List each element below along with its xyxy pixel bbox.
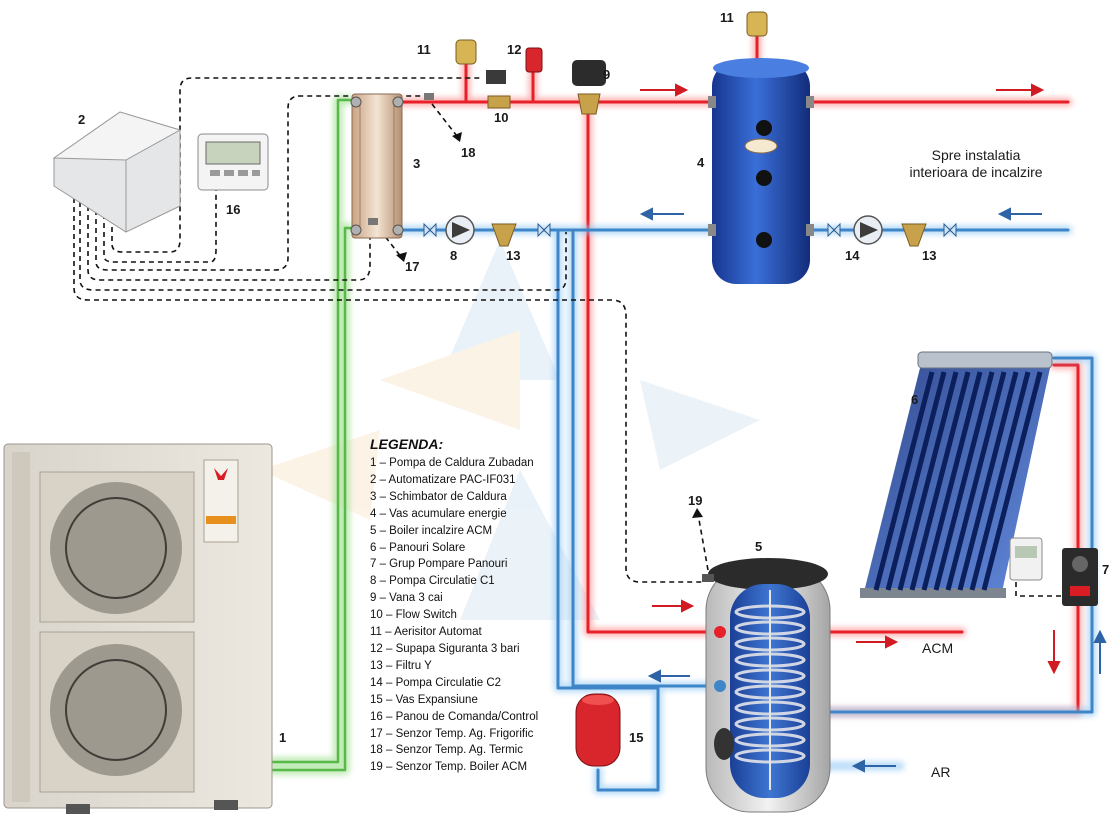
label-air-vent-2: 11 xyxy=(720,10,734,25)
legend-item: 10 – Flow Switch xyxy=(370,609,457,622)
label-three-way-valve: 9 xyxy=(603,67,611,82)
flow-arrows-cold xyxy=(639,207,1107,773)
label-control-panel: 16 xyxy=(226,202,241,217)
legend-list: 1 – Pompa de Caldura Zubadan 2 – Automat… xyxy=(370,455,570,776)
label-flow-switch: 10 xyxy=(494,110,509,125)
plate-heat-exchanger xyxy=(350,93,434,239)
legend-title: LEGENDA: xyxy=(370,436,444,452)
circulation-pump-c2 xyxy=(853,215,883,245)
legend-item: 3 – Schimbator de Caldura xyxy=(370,490,507,503)
controller-box xyxy=(52,111,182,233)
label-filter-2: 13 xyxy=(922,248,937,263)
legend-item: 8 – Pompa Circulatie C1 xyxy=(370,575,495,588)
destination-text: Spre instalatia interioara de incalzire xyxy=(886,147,1066,181)
destination-line-1: Spre instalatia xyxy=(931,147,1021,163)
legend-item: 13 – Filtru Y xyxy=(370,659,432,672)
sensor-pointer-heads xyxy=(396,132,703,518)
label-solar-panel: 6 xyxy=(911,392,919,407)
legend-item: 4 – Vas acumulare energie xyxy=(370,507,507,520)
check-valves xyxy=(423,222,957,238)
label-controller: 2 xyxy=(78,112,86,127)
legend-item: 2 – Automatizare PAC-IF031 xyxy=(370,473,516,486)
dhw-boiler xyxy=(702,558,831,813)
label-sensor-17: 17 xyxy=(405,259,420,274)
label-heat-pump: 1 xyxy=(279,730,287,745)
label-sensor-18: 18 xyxy=(461,145,476,160)
label-buffer-tank: 4 xyxy=(697,155,705,170)
background-watermark xyxy=(260,240,760,620)
label-heat-exchanger: 3 xyxy=(413,156,421,171)
circulation-pump-c1 xyxy=(445,215,475,245)
legend-item: 11 – Aerisitor Automat xyxy=(370,626,482,639)
refrigerant-lines xyxy=(270,95,352,775)
legend-item: 17 – Senzor Temp. Ag. Frigorific xyxy=(370,727,534,740)
y-filter-2 xyxy=(901,223,927,247)
label-safety-valve: 12 xyxy=(507,42,522,57)
label-pump-c2: 14 xyxy=(845,248,860,263)
legend-item: 6 – Panouri Solare xyxy=(370,541,466,554)
sensor-pointers xyxy=(379,103,709,571)
control-cables xyxy=(73,77,705,583)
control-panel xyxy=(197,133,269,191)
destination-line-2: interioara de incalzire xyxy=(909,164,1043,180)
legend-item: 16 – Panou de Comanda/Control xyxy=(370,710,539,723)
solar-pump-group xyxy=(1009,537,1098,606)
automatic-air-vent xyxy=(455,39,477,65)
label-pump-c1: 8 xyxy=(450,248,458,263)
automatic-air-vent-2 xyxy=(746,11,768,37)
label-air-vent-1: 11 xyxy=(417,42,431,57)
flow-switch xyxy=(486,70,511,109)
legend-item: 1 – Pompa de Caldura Zubadan xyxy=(370,457,534,469)
safety-valve xyxy=(525,47,543,73)
label-expansion-vessel: 15 xyxy=(629,730,644,745)
ar-label: AR xyxy=(931,764,951,780)
three-way-valve xyxy=(572,60,606,115)
legend-item: 15 – Vas Expansiune xyxy=(370,693,478,706)
label-pump-group: 7 xyxy=(1102,562,1110,577)
legend-item: 19 – Senzor Temp. Boiler ACM xyxy=(370,761,528,774)
legend-item: 7 – Grup Pompare Panouri xyxy=(370,558,508,571)
label-boiler: 5 xyxy=(755,539,763,554)
flow-arrows-hot xyxy=(640,83,1061,675)
solar-panel xyxy=(860,351,1053,598)
legend-item: 9 – Vana 3 cai xyxy=(370,592,443,605)
legend: LEGENDA: 1 – Pompa de Caldura Zubadan 2 … xyxy=(370,436,570,776)
buffer-tank xyxy=(708,58,814,284)
heat-pump-outdoor-unit xyxy=(3,443,273,814)
legend-item: 5 – Boiler incalzire ACM xyxy=(370,524,493,537)
y-filter xyxy=(491,223,517,247)
legend-item: 14 – Pompa Circulatie C2 xyxy=(370,676,502,689)
legend-item: 12 – Supapa Siguranta 3 bari xyxy=(370,642,520,655)
legend-item: 18 – Senzor Temp. Ag. Termic xyxy=(370,744,523,757)
label-sensor-19: 19 xyxy=(688,493,703,508)
label-filter-1: 13 xyxy=(506,248,521,263)
acm-label: ACM xyxy=(922,640,954,656)
expansion-vessel xyxy=(575,693,621,767)
